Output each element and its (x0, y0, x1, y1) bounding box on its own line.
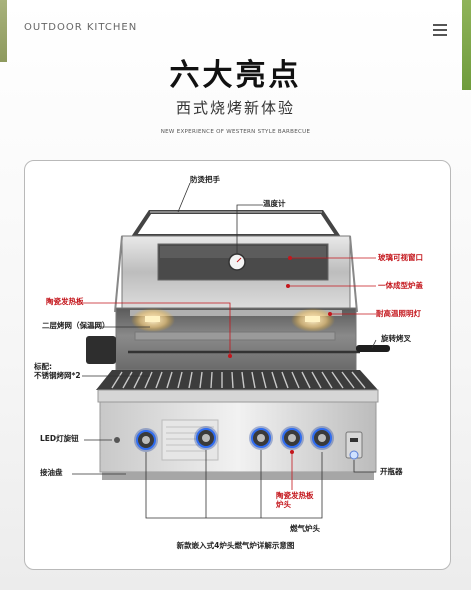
grill-interior (86, 307, 390, 371)
label-heat-plate: 陶瓷发热板 (46, 297, 84, 306)
rotisserie-motor (86, 336, 116, 364)
label-glass-window: 玻璃可视窗口 (378, 253, 423, 262)
lid-handle (130, 210, 342, 238)
page-subtitle-en: NEW EXPERIENCE OF WESTERN STYLE BARBECUE (160, 129, 311, 135)
knob-5[interactable] (310, 426, 334, 450)
led-switch-icon (114, 437, 120, 443)
label-thermometer: 温度计 (263, 199, 286, 208)
cooking-grates (96, 370, 378, 390)
grease-tray (102, 472, 374, 480)
label-standard-line2: 不锈钢烤网*2 (34, 371, 81, 381)
label-rack: 二层烤网（保温网） (42, 321, 110, 330)
label-gas-burner: 燃气炉头 (290, 524, 320, 533)
left-edge-decoration (0, 0, 7, 62)
callout-dots (228, 256, 332, 454)
label-rotisserie: 旋转烤叉 (381, 334, 411, 343)
label-handle: 防烫把手 (190, 175, 220, 184)
label-integrated-lid: 一体成型炉盖 (378, 281, 423, 290)
label-grease-tray: 接油盘 (40, 468, 63, 477)
spit-handle (356, 345, 390, 352)
right-edge-decoration (462, 0, 471, 90)
hamburger-icon[interactable] (433, 24, 447, 36)
label-standard-line1: 标配: (34, 362, 52, 371)
brand-logo[interactable]: OUTDOOR KITCHEN (24, 22, 138, 33)
label-ceramic-burner-line2: 炉头 (276, 500, 291, 510)
knob-2[interactable] (194, 426, 218, 450)
grill-lid (114, 235, 358, 313)
burner-knobs[interactable] (134, 426, 334, 452)
label-bottle-opener: 开瓶器 (380, 467, 403, 476)
callout-lines (72, 182, 377, 519)
knob-4[interactable] (280, 426, 304, 450)
knob-3[interactable] (249, 426, 273, 450)
knob-1[interactable] (134, 428, 158, 452)
label-lamp: 耐高温照明灯 (376, 309, 421, 318)
label-led-knob: LED灯旋钮 (40, 434, 79, 443)
page-title: 六大亮点 (169, 58, 302, 93)
label-ceramic-burner-line1: 陶瓷发热板 (276, 491, 314, 500)
label-ceramic-burner: 陶瓷发热板 炉头 (276, 491, 314, 510)
diagram-caption: 新款嵌入式4炉头燃气炉详解示意图 (176, 541, 295, 550)
label-standard: 标配: 不锈钢烤网*2 (34, 362, 81, 381)
page-subtitle: 西式烧烤新体验 (175, 99, 295, 117)
